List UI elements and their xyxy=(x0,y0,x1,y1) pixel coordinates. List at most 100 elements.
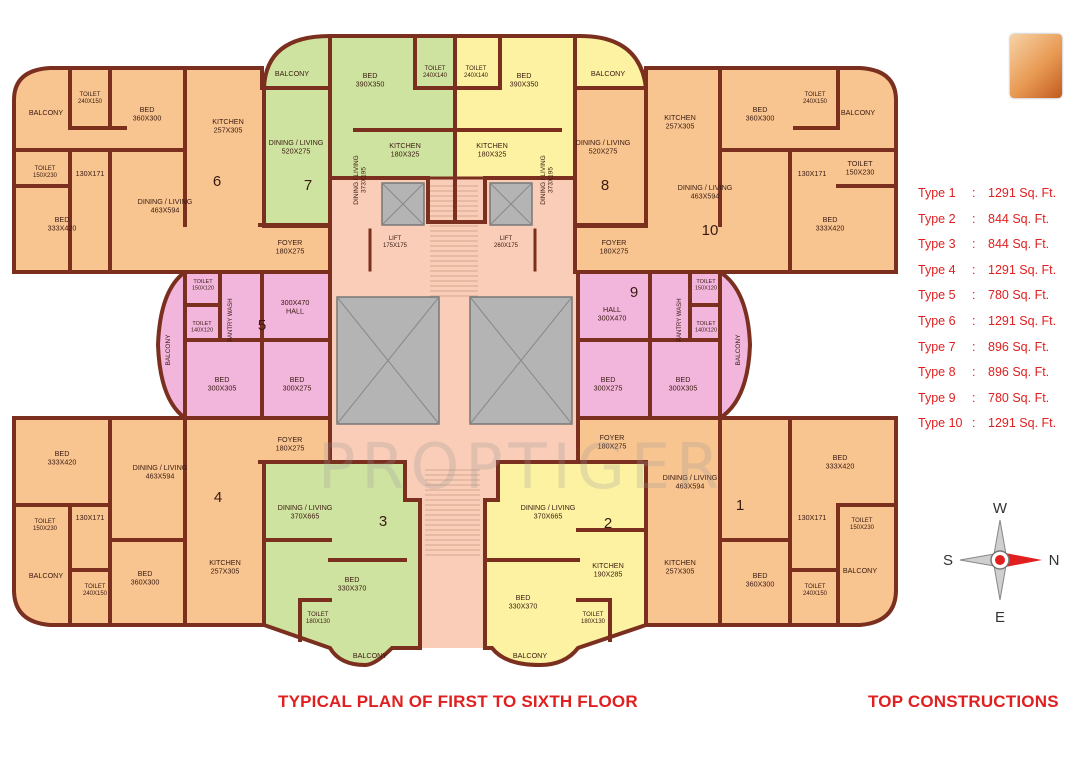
legend-colon: : xyxy=(972,237,976,252)
u2-toilet-line: 180X130 xyxy=(581,619,606,625)
u7-number: 7 xyxy=(304,177,312,194)
staircase-south xyxy=(425,469,480,556)
legend-row: Type 10:1291 Sq. Ft. xyxy=(918,416,1068,442)
legend-colon: : xyxy=(972,313,976,328)
legend-row: Type 2:844 Sq. Ft. xyxy=(918,212,1068,238)
u1-balcony: BALCONY xyxy=(843,566,878,575)
lift-shaft-left xyxy=(336,296,440,425)
legend-type: Type 4 xyxy=(918,262,956,277)
u2-dining-line: 370X665 xyxy=(534,511,563,520)
u6-passage-line: 130X171 xyxy=(76,169,105,178)
u8-dining-vertical-line: DINING / LIVING xyxy=(540,155,547,204)
u9-hall-line: HALL xyxy=(603,305,621,314)
legend-row: Type 9:780 Sq. Ft. xyxy=(918,391,1068,417)
u4-bed1-line: BED xyxy=(55,449,70,458)
outline-u3 xyxy=(262,460,422,668)
u1-bed1-line: BED xyxy=(833,453,848,462)
u1-balcony-line: BALCONY xyxy=(843,566,878,575)
u6-bed2-line: BED xyxy=(55,215,70,224)
u8-balcony-line: BALCONY xyxy=(591,69,626,78)
u4-toilet2-line: TOILET xyxy=(85,584,106,590)
u6-bed2-line: 333X420 xyxy=(48,223,77,232)
u4-number-line: 4 xyxy=(214,489,222,506)
u4-kitchen-line: KITCHEN xyxy=(209,558,241,567)
area-legend: Type 1:1291 Sq. Ft.Type 2:844 Sq. Ft. Typ… xyxy=(918,186,1068,442)
u6-dining-line: DINING / LIVING xyxy=(138,197,193,206)
u6-number-line: 6 xyxy=(213,173,221,190)
u6-dining-line: 463X594 xyxy=(151,205,180,214)
u3-dining-line: 370X665 xyxy=(291,511,320,520)
zone-u4 xyxy=(14,418,330,625)
u2-toilet-line: TOILET xyxy=(583,612,604,618)
legend-colon: : xyxy=(972,288,976,303)
u8-bed-line: BED xyxy=(517,71,532,80)
legend-area: 1291 Sq. Ft. xyxy=(988,262,1057,277)
u10-balcony: BALCONY xyxy=(841,108,876,117)
u1-bed2-line: BED xyxy=(753,571,768,580)
legend-colon: : xyxy=(972,211,976,226)
legend-type: Type 10 xyxy=(918,416,963,431)
zone-u9 xyxy=(578,272,750,418)
legend-row: Type 7:896 Sq. Ft. xyxy=(918,340,1068,366)
u9-toilet1-line: TOILET xyxy=(696,279,716,285)
outline-u5 xyxy=(155,270,332,420)
u1-toilet2-line: TOILET xyxy=(805,584,826,590)
lift-shaft-left-cross xyxy=(336,296,440,425)
legend-area: 780 Sq. Ft. xyxy=(988,288,1050,303)
u9-bed2-line: 300X305 xyxy=(669,383,698,392)
u9-bed1-line: BED xyxy=(601,375,616,384)
u7-balcony-line: BALCONY xyxy=(275,69,310,78)
legend-type: Type 8 xyxy=(918,365,956,380)
u10-kitchen-line: 257X305 xyxy=(666,121,695,130)
u1-bed2-line: 360X300 xyxy=(746,579,775,588)
legend-area: 1291 Sq. Ft. xyxy=(988,416,1057,431)
u3-dining-line: DINING / LIVING xyxy=(278,503,333,512)
u10-bed2-line: 333X420 xyxy=(816,223,845,232)
u10-number: 10 xyxy=(702,222,719,239)
legend-colon: : xyxy=(972,390,976,405)
zone-u3 xyxy=(264,462,420,665)
legend-row: Type 1:1291 Sq. Ft. xyxy=(918,186,1068,212)
u6-bed1-line: BED xyxy=(140,105,155,114)
u7-toilet-line: TOILET xyxy=(425,66,446,72)
u1-number-line: 1 xyxy=(736,497,744,514)
u9-balcony-line: BALCONY xyxy=(735,334,742,366)
u7-balcony: BALCONY xyxy=(275,69,310,78)
legend-row: Type 5:780 Sq. Ft. xyxy=(918,288,1068,314)
legend-row: Type 6:1291 Sq. Ft. xyxy=(918,314,1068,340)
lift2-label-line: 260X175 xyxy=(494,243,519,249)
u6-balcony: BALCONY xyxy=(29,108,64,117)
lift1-label-line: 175X175 xyxy=(383,243,408,249)
u5-hall-line: HALL xyxy=(286,306,304,315)
u4-toilet1-line: 150X230 xyxy=(33,526,58,532)
u9-toilet1-line: 150X120 xyxy=(695,285,717,291)
legend-area: 896 Sq. Ft. xyxy=(988,365,1050,380)
legend-area: 1291 Sq. Ft. xyxy=(988,313,1057,328)
u5-number: 5 xyxy=(258,317,266,334)
legend-colon: : xyxy=(972,416,976,431)
u10-foyer-line: FOYER xyxy=(602,238,627,247)
u5-bed2-line: BED xyxy=(290,375,305,384)
u3-number: 3 xyxy=(379,513,387,530)
u9-pantry-line: PANTRY WASH xyxy=(677,298,683,341)
u3-balcony-line: BALCONY xyxy=(353,651,388,660)
